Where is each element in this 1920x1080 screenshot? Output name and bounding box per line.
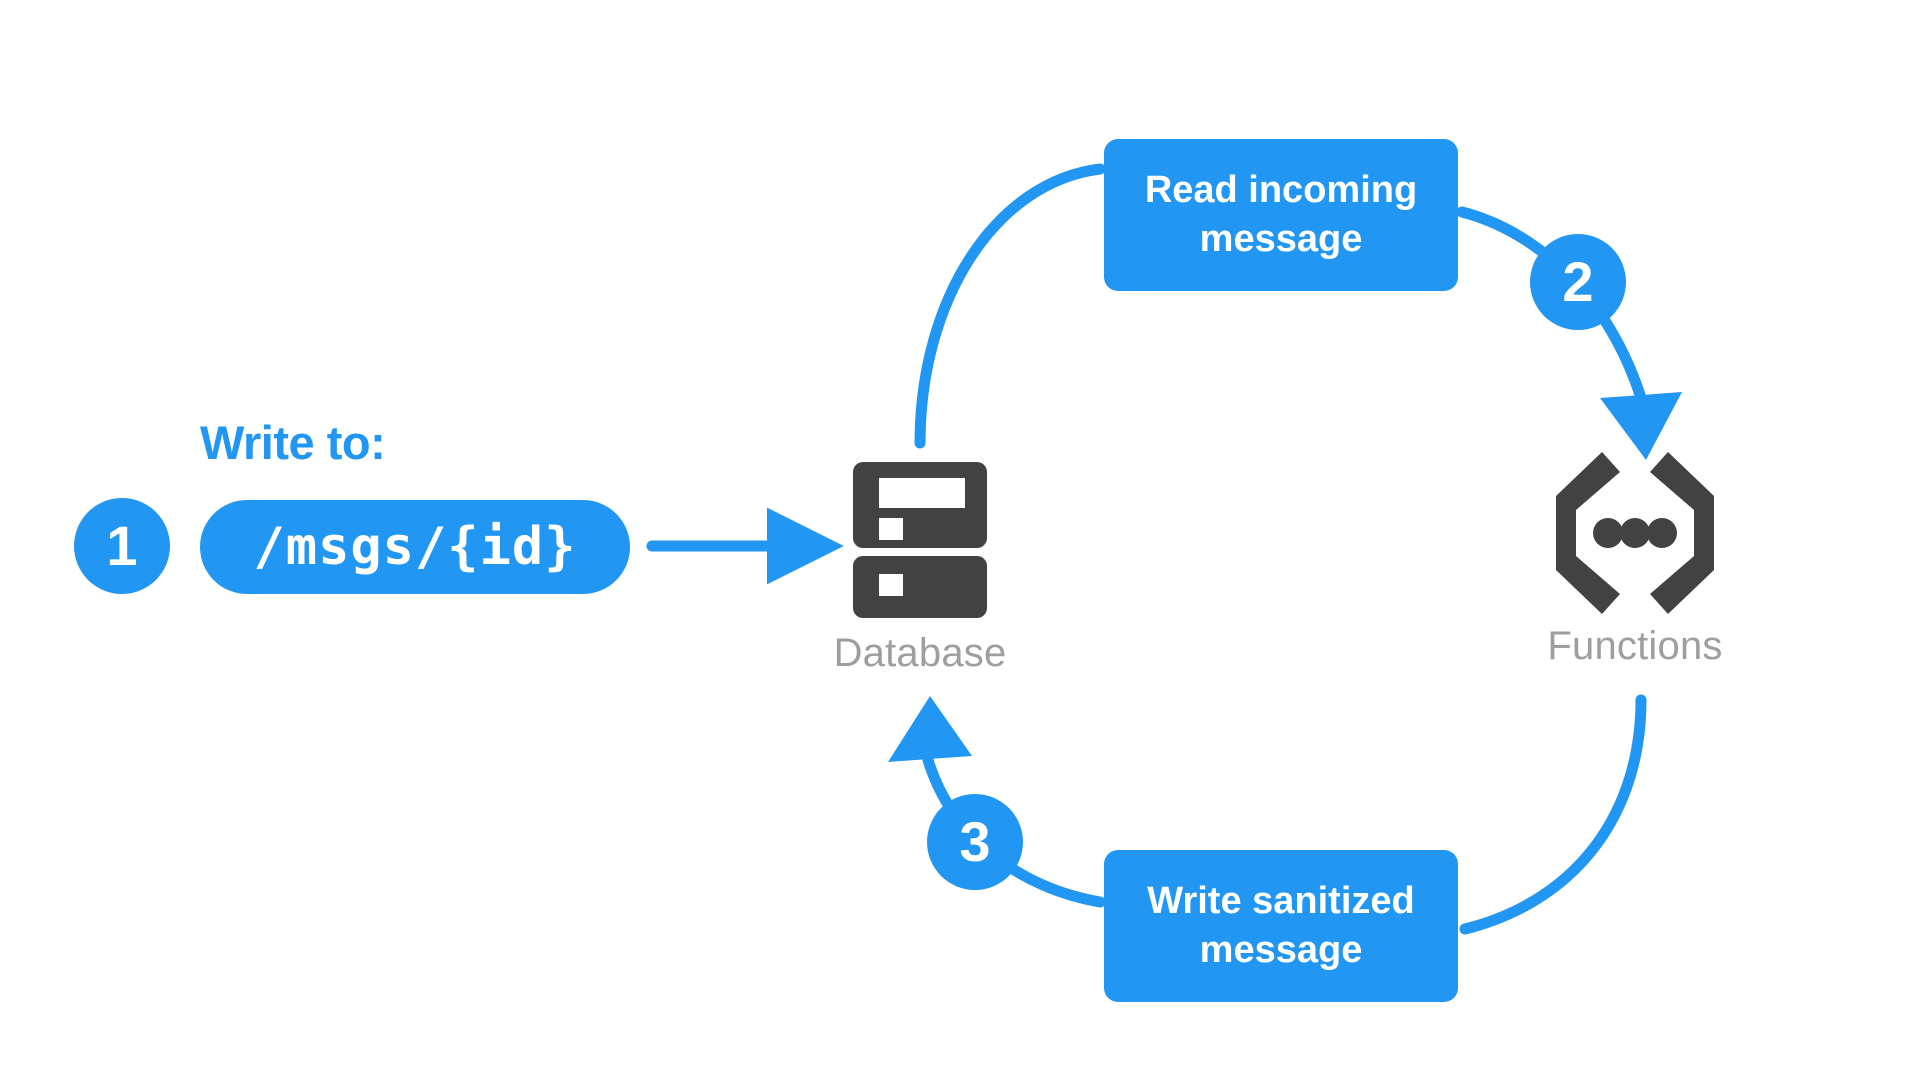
step-badge-2: 2 [1530, 234, 1626, 330]
action-box-write-sanitized-message: Write sanitized message [1104, 850, 1458, 1002]
step-badge-1: 1 [74, 498, 170, 594]
connector-functions-to-write [1459, 694, 1647, 935]
write-to-caption: Write to: [200, 416, 386, 469]
connector-database-to-read [914, 163, 1106, 449]
node-database: Database [790, 455, 1050, 676]
arrowhead-into-database [888, 696, 972, 762]
node-functions: Functions [1505, 448, 1765, 669]
functions-icon [1505, 448, 1765, 618]
database-label: Database [833, 631, 1007, 675]
step-badge-3: 3 [927, 794, 1023, 890]
database-icon [790, 455, 1050, 625]
functions-label: Functions [1547, 624, 1723, 668]
action-box-read-incoming-message: Read incoming message [1104, 139, 1458, 291]
database-path-pill: /msgs/{id} [200, 500, 630, 594]
